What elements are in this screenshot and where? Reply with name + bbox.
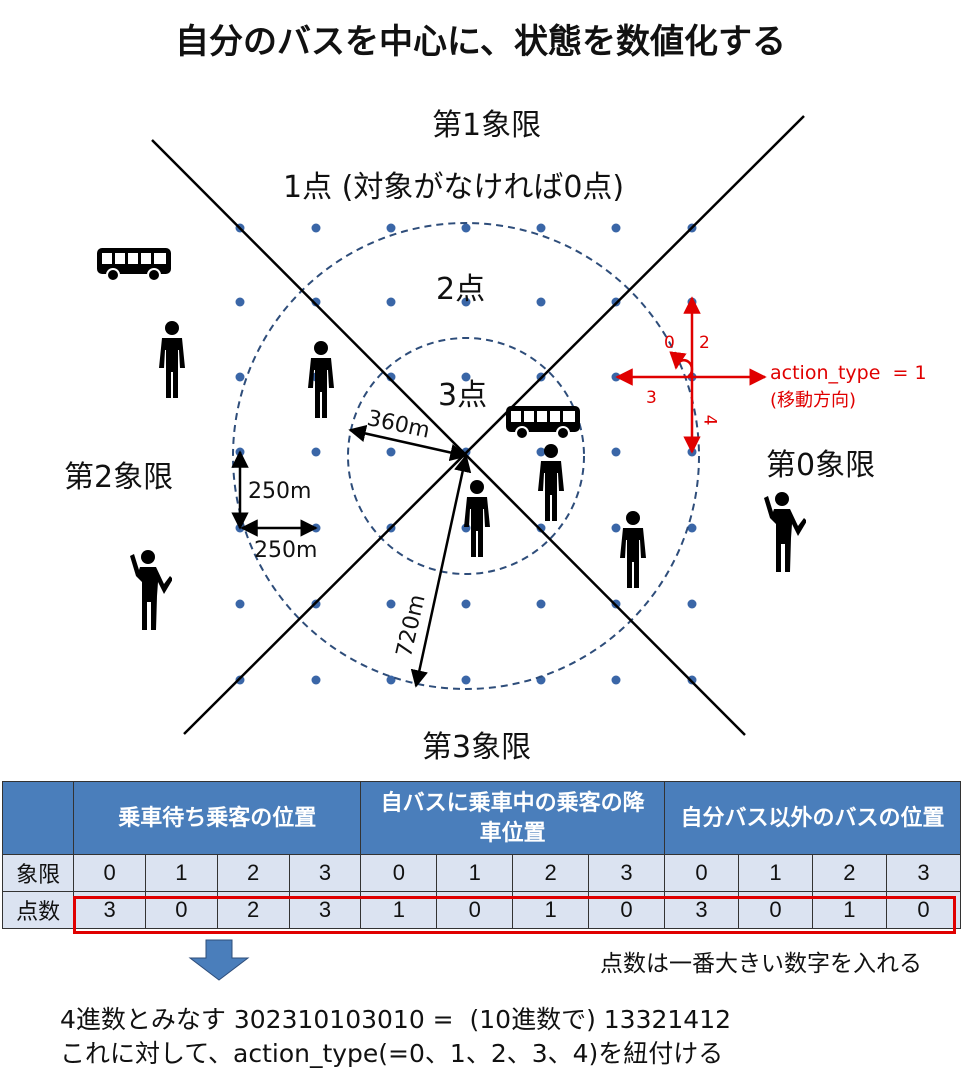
header-corner [1, 781, 75, 855]
inner-radius-arrow [348, 424, 468, 462]
header-dropoff-positions: 自バスに乗車中の乗客の降車位置 [360, 781, 665, 855]
grid-dot [461, 297, 471, 307]
person-icon [308, 341, 334, 418]
table-header-row: 乗車待ち乗客の位置 自バスに乗車中の乗客の降車位置 自分バス以外のバスの位置 [1, 781, 961, 855]
quadrant-cell: 0 [360, 854, 438, 892]
dir-2-label: 2 [699, 333, 710, 353]
row-label-points: 点数 [1, 891, 75, 929]
grid-dot [536, 447, 546, 457]
quadrant-cell: 1 [737, 854, 813, 892]
outer-radius-arrow [410, 454, 472, 688]
quadrant-cell: 0 [73, 854, 146, 892]
grid-vertical-label: 250m [248, 479, 312, 504]
quadrant-3-label: 第3象限 [422, 730, 532, 765]
quadrant-cell: 3 [885, 854, 961, 892]
row-label-quadrant: 象限 [1, 854, 75, 892]
quadrant-cell: 2 [811, 854, 887, 892]
grid-dot [611, 675, 621, 685]
grid-dot [311, 447, 321, 457]
conclusion-line-1: 4進数とみなす 302310103010 = (10進数で) 13321412 [60, 1005, 732, 1034]
action-arrows [615, 296, 767, 454]
grid-dot [311, 297, 321, 307]
grid-dot [461, 223, 471, 233]
grid-dot [536, 599, 546, 609]
page-title: 自分のバスを中心に、状態を数値化する [175, 22, 786, 62]
grid-dot [386, 297, 396, 307]
grid-dot [461, 675, 471, 685]
grid-dot [311, 675, 321, 685]
inner-zone-label: 3点 [438, 378, 488, 413]
grid-dot [687, 675, 697, 685]
action-type-sublabel: (移動方向) [770, 390, 857, 411]
table-row: 象限 0 1 2 3 0 1 2 3 0 1 2 3 [1, 854, 961, 892]
grid-dot [386, 447, 396, 457]
action-type-label: action_type = 1 [770, 362, 927, 384]
person-icon [464, 480, 490, 557]
conclusion-line-2: これに対して、action_type(=0、1、2、3、4)を紐付ける [60, 1039, 724, 1068]
diagonal-line-b [183, 115, 805, 735]
grid-dot [687, 599, 697, 609]
note-text: 点数は一番大きい数字を入れる [600, 951, 922, 977]
grid-dot [235, 675, 245, 685]
grid-dot [536, 523, 546, 533]
quadrant-cell: 1 [144, 854, 218, 892]
grid-dot [461, 372, 471, 382]
person-icon [620, 511, 646, 588]
grid-dot [386, 223, 396, 233]
waving-person-icon [130, 550, 172, 630]
outer-circle [232, 222, 700, 690]
dir-3-label: 3 [646, 388, 657, 408]
quadrant-cell: 2 [512, 854, 590, 892]
quadrant-cell: 2 [216, 854, 290, 892]
middle-zone-label: 2点 [436, 272, 486, 307]
waving-person-icon [764, 492, 806, 572]
header-waiting-passengers: 乗車待ち乗客の位置 [73, 781, 362, 855]
grid-dot [536, 297, 546, 307]
quadrant-2-label: 第2象限 [64, 460, 174, 495]
quadrant-cell: 3 [288, 854, 362, 892]
dir-4-label: 4 [699, 414, 720, 426]
grid-horizontal-label: 250m [254, 538, 318, 563]
quadrant-cell: 0 [664, 854, 739, 892]
quadrant-cell: 1 [436, 854, 514, 892]
state-table: 乗車待ち乗客の位置 自バスに乗車中の乗客の降車位置 自分バス以外のバスの位置 象… [1, 781, 961, 929]
grid-dot [461, 599, 471, 609]
grid-dot [611, 523, 621, 533]
quadrant-1-label: 第1象限 [432, 108, 542, 143]
points-row-highlight [73, 896, 956, 934]
header-other-buses: 自分バス以外のバスの位置 [664, 781, 961, 855]
grid-dot [611, 223, 621, 233]
dir-0-label: 0 [664, 333, 675, 353]
grid-dot [536, 223, 546, 233]
grid-dot [235, 297, 245, 307]
grid-dot [611, 447, 621, 457]
grid-dot [235, 599, 245, 609]
bus-icon [506, 406, 580, 440]
grid-dot [311, 223, 321, 233]
person-icon [159, 321, 185, 398]
quadrant-0-label: 第0象限 [766, 448, 876, 483]
down-arrow-icon [188, 939, 250, 981]
outer-zone-label: 1点 (対象がなければ0点) [283, 170, 625, 205]
grid-dot [235, 372, 245, 382]
diagonal-line-a [151, 139, 746, 736]
grid-dot [687, 523, 697, 533]
quadrant-cell: 3 [588, 854, 665, 892]
grid-dot [386, 675, 396, 685]
grid-dot [386, 599, 396, 609]
bus-icon [97, 248, 171, 282]
